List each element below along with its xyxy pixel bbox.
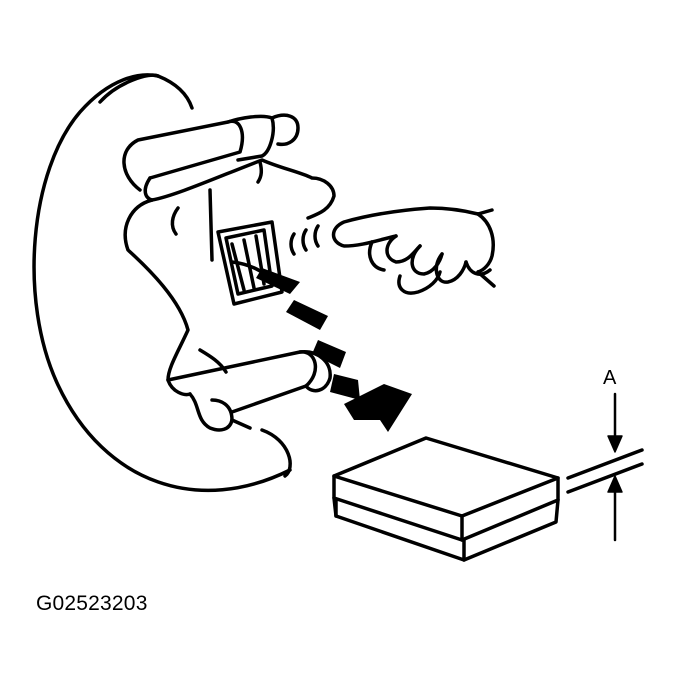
brake-rotor-icon xyxy=(32,73,292,492)
brake-pad-icon xyxy=(332,436,560,562)
figure-code: G02523203 xyxy=(36,592,148,615)
dimension-label-a: A xyxy=(603,367,617,389)
inspection-window-icon xyxy=(216,220,284,306)
removal-arrow-icon xyxy=(256,268,412,432)
brake-caliper-icon xyxy=(122,113,336,432)
thickness-dimension xyxy=(566,392,644,542)
pointing-hand-icon xyxy=(289,206,496,295)
